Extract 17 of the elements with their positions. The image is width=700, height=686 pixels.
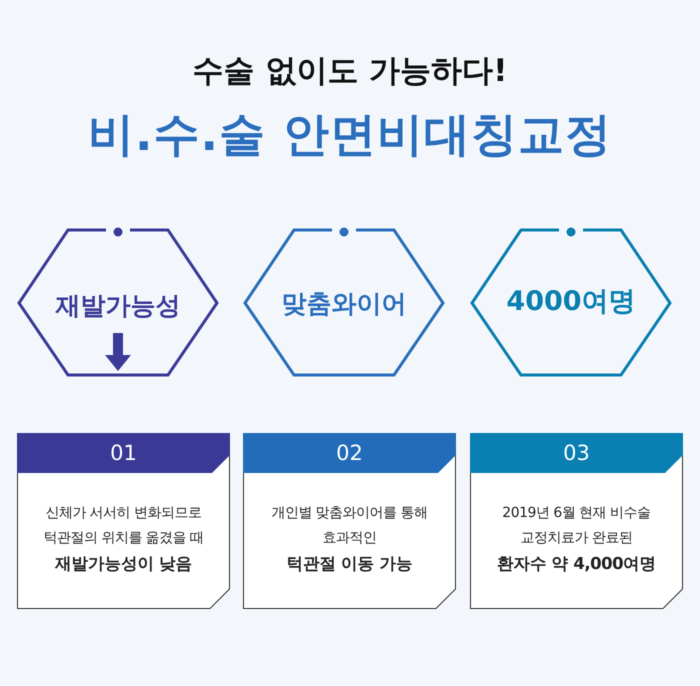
card-number: 03 [562, 440, 591, 467]
card-text: 개인별 맞춤와이어를 통해 효과적인 턱관절 이동 가능 [270, 504, 429, 575]
hexagon-label: 맞춤와이어 [280, 288, 408, 320]
hexagon-frame [17, 227, 219, 377]
info-card [17, 433, 230, 609]
hexagon-frame [243, 227, 445, 377]
hexagon-frame [470, 227, 672, 377]
card-number: 01 [109, 440, 138, 467]
info-card [470, 433, 683, 609]
hexagon-label: 재발가능성 [54, 290, 182, 322]
hexagon-label: 4000여명 [505, 285, 637, 319]
title: 비.수.술 안면비대칭교정 [87, 106, 613, 163]
info-card [243, 433, 456, 609]
card-text: 2019년 6월 현재 비수술 교정치료가 완료된 환자수 약 4,000여명 [496, 504, 658, 575]
card-text: 신체가 서서히 변화되므로 턱관절의 위치를 옮겼을 때 재발가능성이 낮음 [42, 504, 205, 575]
card-number: 02 [335, 440, 364, 467]
headline: 수술 없이도 가능하다! [192, 52, 508, 91]
